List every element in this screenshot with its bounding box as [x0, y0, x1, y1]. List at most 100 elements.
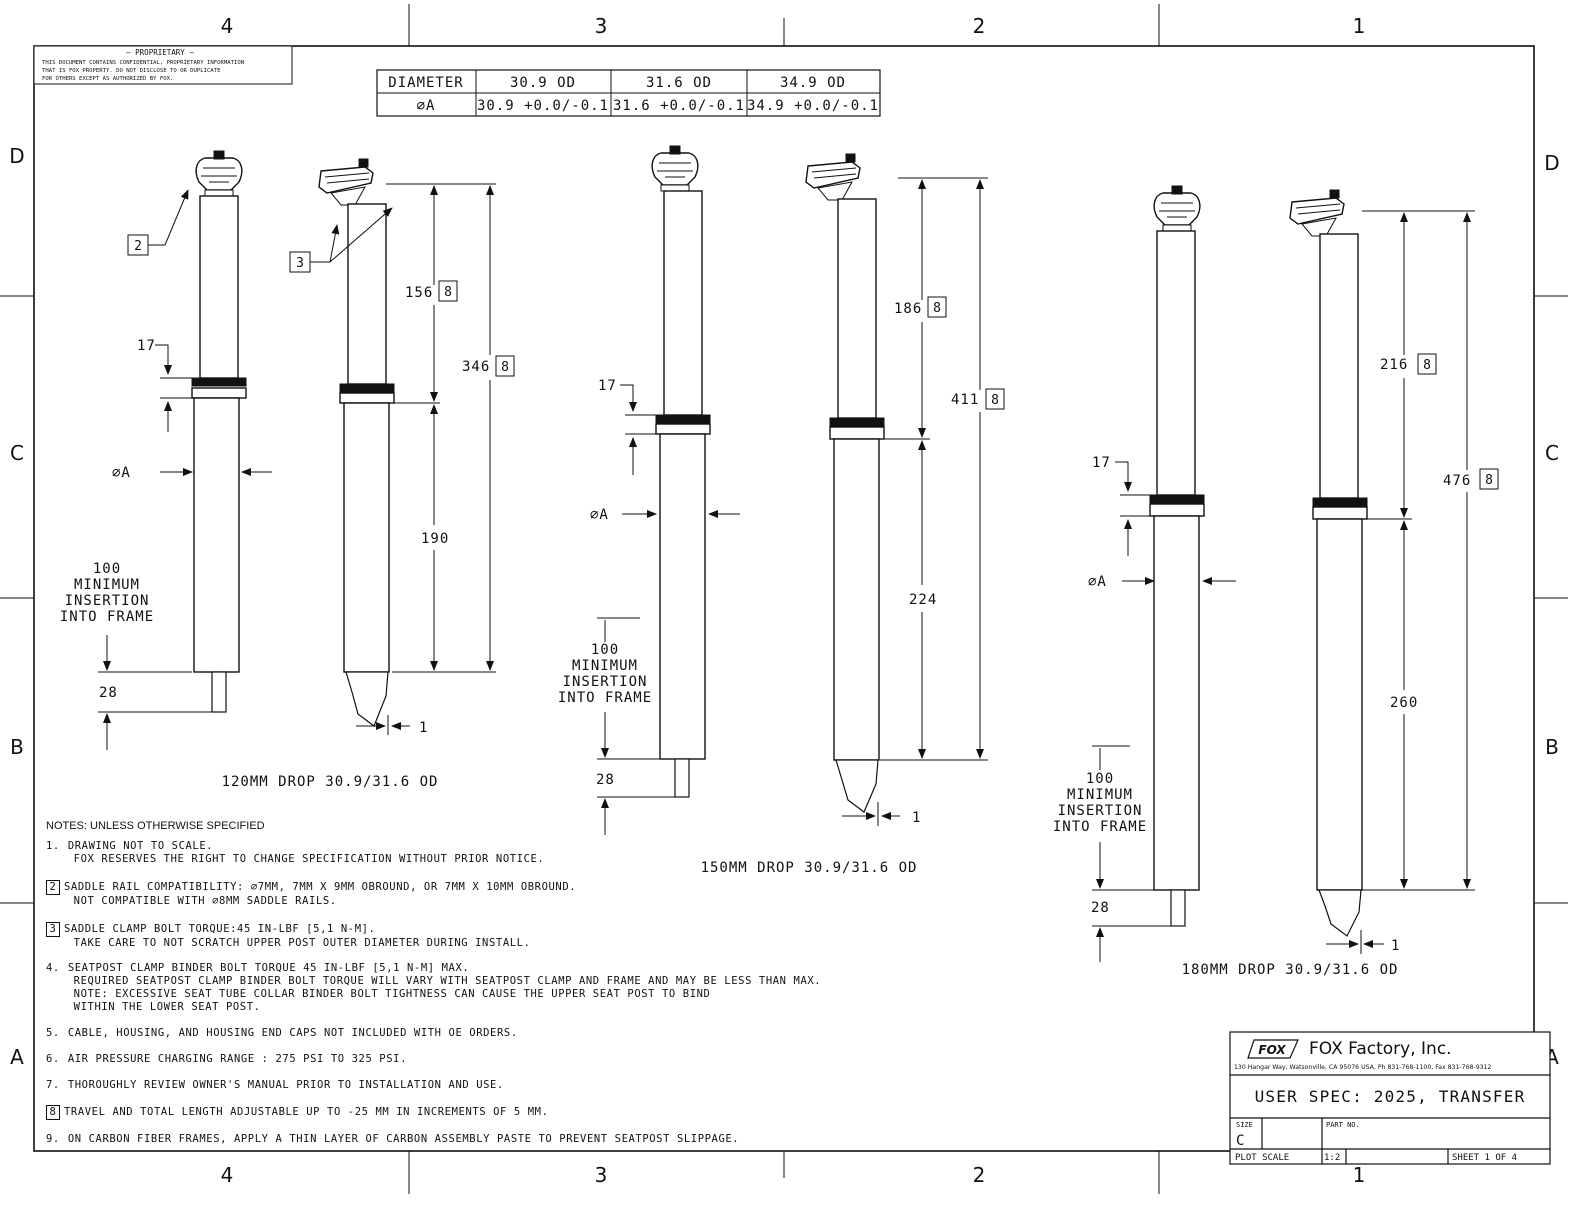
note-item: 8 TRAVEL AND TOTAL LENGTH ADJUSTABLE UP T…	[46, 1105, 549, 1120]
note-item: 7. THOROUGHLY REVIEW OWNER'S MANUAL PRIOR…	[46, 1079, 504, 1092]
dim-lower-150: 224	[909, 592, 937, 608]
note-text: ON CARBON FIBER FRAMES, APPLY A THIN LAY…	[67, 1133, 740, 1145]
note-text: THOROUGHLY REVIEW OWNER'S MANUAL PRIOR T…	[67, 1079, 504, 1091]
note-ref-total-180: 8	[1485, 473, 1493, 488]
dim-lower-180: 260	[1390, 695, 1418, 711]
zone-row-d-right: D	[1544, 151, 1559, 175]
table-header-316: 31.6 OD	[646, 75, 712, 91]
table-cell-dia-a: ⌀A	[417, 98, 436, 114]
zone-row-c-right: C	[1545, 441, 1559, 465]
insertion-180-l4: INTO FRAME	[1053, 819, 1147, 835]
zone-row-c-left: C	[10, 441, 24, 465]
note-text: AIR PRESSURE CHARGING RANGE : 275 PSI TO…	[67, 1053, 407, 1065]
zone-col-1-bottom: 1	[1353, 1163, 1366, 1187]
dim-bottom-180: 28	[1091, 900, 1110, 916]
note-number: 5.	[46, 1027, 60, 1039]
table-cell-309: 30.9 +0.0/-0.1	[477, 98, 609, 114]
table-cell-349: 34.9 +0.0/-0.1	[747, 98, 879, 114]
company-address: 130 Hangar Way, Watsonville, CA 95076 US…	[1234, 1064, 1492, 1071]
note-item: 3 SADDLE CLAMP BOLT TORQUE:45 IN-LBF [5,1…	[46, 922, 531, 950]
note-text: CABLE, HOUSING, AND HOUSING END CAPS NOT…	[67, 1027, 518, 1039]
zone-col-3-top: 3	[595, 14, 608, 38]
plot-scale-value: 1:2	[1324, 1153, 1340, 1163]
dim-collar-120: 17	[137, 338, 156, 354]
caption-150: 150MM DROP 30.9/31.6 OD	[701, 860, 918, 876]
note-ref-upper-120: 8	[444, 285, 452, 300]
post-180-side	[1289, 189, 1368, 937]
table-cell-316: 31.6 +0.0/-0.1	[613, 98, 745, 114]
caption-120: 120MM DROP 30.9/31.6 OD	[222, 774, 439, 790]
insertion-120-l4: INTO FRAME	[60, 609, 154, 625]
table-header-349: 34.9 OD	[780, 75, 846, 91]
note-number: 1.	[46, 840, 60, 852]
post-180-front	[1149, 185, 1205, 927]
company-name: FOX Factory, Inc.	[1309, 1039, 1452, 1059]
note-text: DRAWING NOT TO SCALE. FOX RESERVES THE R…	[67, 840, 545, 865]
fox-logo-icon	[1247, 1039, 1299, 1059]
notes-heading: NOTES: UNLESS OTHERWISE SPECIFIED	[46, 820, 265, 832]
insertion-180-l2: MINIMUM	[1067, 787, 1133, 803]
dim-total-150: 411	[951, 392, 979, 408]
zone-row-b-right: B	[1545, 735, 1559, 759]
dim-total-120: 346	[462, 359, 490, 375]
zone-row-a-left: A	[10, 1045, 24, 1069]
size-value: C	[1236, 1133, 1244, 1149]
note-item: 4.SEATPOST CLAMP BINDER BOLT TORQUE 45 I…	[46, 962, 821, 1014]
post-150-side	[805, 153, 885, 813]
note-number: 6.	[46, 1053, 60, 1065]
zone-col-4-bottom: 4	[221, 1163, 234, 1187]
insertion-120-l2: MINIMUM	[74, 577, 140, 593]
note-ref-total-120: 8	[501, 360, 509, 375]
dim-offset-150: 1	[912, 810, 921, 826]
proprietary-line-2: THAT IS FOX PROPERTY. DO NOT DISCLOSE TO…	[42, 68, 221, 74]
post-120-front	[191, 150, 247, 713]
dim-total-180: 476	[1443, 473, 1471, 489]
sheet-number: SHEET 1 OF 4	[1452, 1153, 1517, 1163]
insertion-150-l4: INTO FRAME	[558, 690, 652, 706]
note-item: 5. CABLE, HOUSING, AND HOUSING END CAPS N…	[46, 1027, 518, 1040]
zone-col-1-top: 1	[1353, 14, 1366, 38]
insertion-120-l1: 100	[93, 561, 121, 577]
dim-bottom-120: 28	[99, 685, 118, 701]
note-item: 6. AIR PRESSURE CHARGING RANGE : 275 PSI …	[46, 1053, 407, 1066]
dim-collar-180: 17	[1092, 455, 1111, 471]
dim-dia-180: ⌀A	[1088, 574, 1107, 590]
note-number: 8	[46, 1105, 60, 1120]
dim-dia-120: ⌀A	[112, 465, 131, 481]
proprietary-title: — PROPRIETARY —	[126, 48, 194, 57]
zone-col-2-top: 2	[973, 14, 986, 38]
note-number: 3	[46, 922, 60, 937]
post-150-front	[651, 145, 711, 798]
table-header-diameter: DIAMETER	[388, 75, 463, 91]
zone-col-4-top: 4	[221, 14, 234, 38]
dim-upper-150: 186	[894, 301, 922, 317]
note-number: 4.	[46, 962, 60, 974]
part-no-label: PART NO.	[1326, 1121, 1360, 1129]
dim-upper-120: 156	[405, 285, 433, 301]
insertion-180-l3: INSERTION	[1058, 803, 1143, 819]
note-number: 7.	[46, 1079, 60, 1091]
insertion-150-l2: MINIMUM	[572, 658, 638, 674]
callout-2: 2	[134, 239, 142, 254]
insertion-150-l3: INSERTION	[563, 674, 648, 690]
note-number: 9.	[46, 1133, 60, 1145]
zone-row-b-left: B	[10, 735, 24, 759]
dim-lower-120: 190	[421, 531, 449, 547]
caption-180: 180MM DROP 30.9/31.6 OD	[1182, 962, 1399, 978]
note-ref-upper-150: 8	[933, 301, 941, 316]
proprietary-box	[33, 45, 293, 85]
callout-3: 3	[296, 256, 304, 271]
insertion-150-l1: 100	[591, 642, 619, 658]
drawing-title: USER SPEC: 2025, TRANSFER	[1255, 1087, 1526, 1106]
proprietary-line-3: FOR OTHERS EXCEPT AS AUTHORIZED BY FOX.	[42, 76, 173, 82]
note-item: 1. DRAWING NOT TO SCALE. FOX RESERVES THE…	[46, 840, 544, 866]
note-text: SADDLE CLAMP BOLT TORQUE:45 IN-LBF [5,1 …	[64, 923, 531, 949]
note-text: TRAVEL AND TOTAL LENGTH ADJUSTABLE UP TO…	[64, 1106, 549, 1118]
note-ref-total-150: 8	[991, 393, 999, 408]
size-label: SIZE	[1236, 1121, 1253, 1129]
insertion-120-l3: INSERTION	[65, 593, 150, 609]
note-number: 2	[46, 880, 60, 895]
zone-col-2-bottom: 2	[973, 1163, 986, 1187]
